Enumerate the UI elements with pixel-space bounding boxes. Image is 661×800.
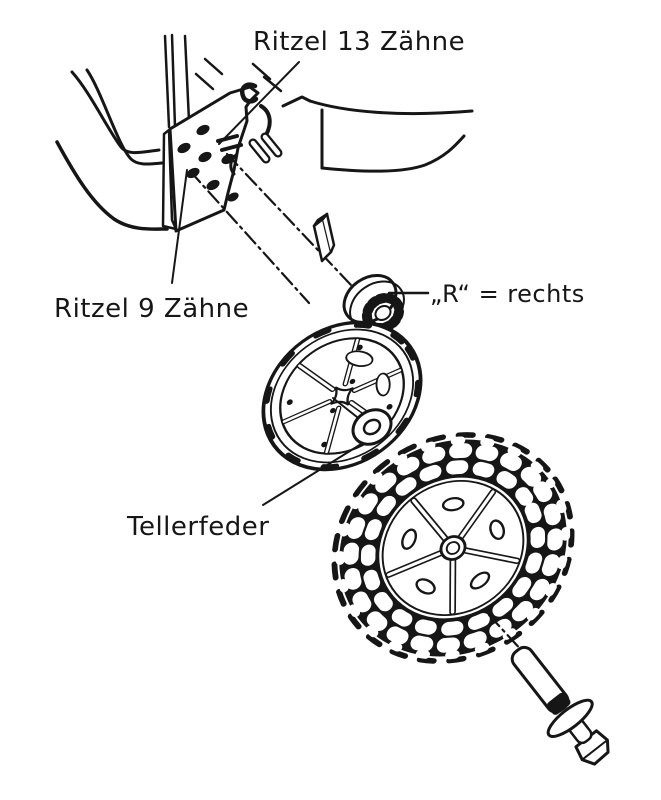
disc-spring xyxy=(351,408,393,446)
label-tellerfeder: Tellerfeder xyxy=(127,512,270,542)
label-r-rechts: „R“ = rechts xyxy=(430,280,585,308)
centerline-lower xyxy=(487,613,527,656)
axle-stub-pins xyxy=(248,132,283,164)
housing-arm xyxy=(281,95,474,173)
wheel-tire xyxy=(331,432,575,664)
hub-holes xyxy=(401,497,506,595)
pinion-seat-details xyxy=(216,82,272,176)
label-ritzel-13-zaehne: Ritzel 13 Zähne xyxy=(253,27,466,57)
axle-bolt xyxy=(510,645,610,766)
bracket-plate xyxy=(161,85,260,233)
centerlines xyxy=(188,152,370,305)
shaft-key xyxy=(312,212,336,263)
label-ritzel-9-zaehne: Ritzel 9 Zähne xyxy=(54,294,250,324)
vertical-tube-lines xyxy=(163,33,191,129)
leader-lines-ritzel xyxy=(171,61,300,284)
hatch-marks xyxy=(194,57,283,93)
bracket-holes xyxy=(177,124,239,202)
frame-tube-lines xyxy=(55,68,169,231)
